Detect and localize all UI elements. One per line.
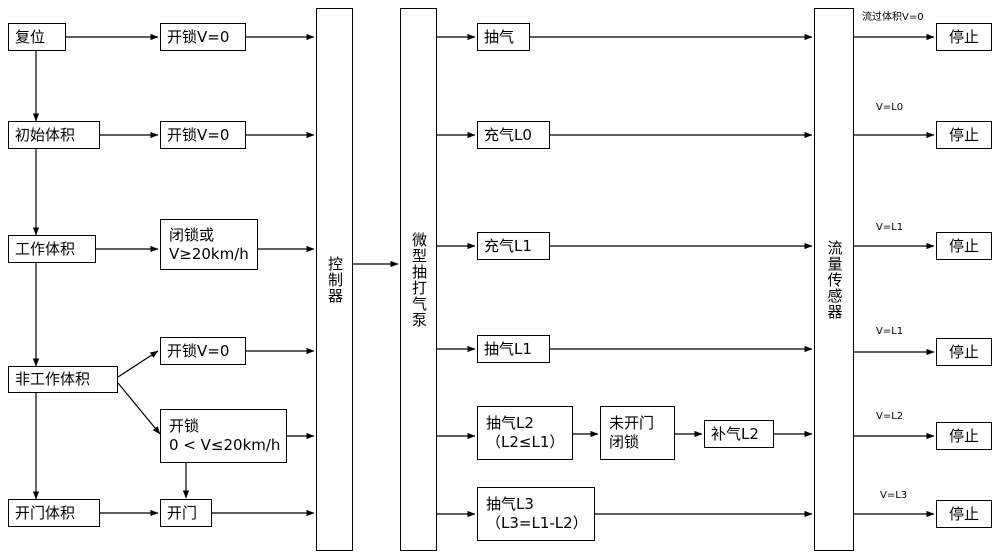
unlock-v0-label-3: 开锁V=0	[167, 342, 229, 361]
door-open-volume-box: 开门体积	[8, 499, 100, 527]
door-not-open-line2: 闭锁	[609, 433, 639, 452]
lock-or-speed-line2: V≥20km/h	[169, 245, 249, 264]
initial-volume-label: 初始体积	[15, 126, 75, 145]
stop-condition-label-1: 流过体积V=0	[862, 12, 924, 24]
unlock-v0-label-1: 开锁V=0	[167, 28, 229, 47]
stop-box-4: 停止	[936, 338, 992, 366]
exhaust-l3-box: 抽气L3 （L3=L1-L2）	[477, 487, 595, 541]
stop-box-2: 停止	[936, 121, 992, 149]
unlock-v0-box-1: 开锁V=0	[160, 23, 246, 51]
lock-or-speed-line1: 闭锁或	[169, 226, 214, 245]
exhaust-l1-label: 抽气L1	[484, 340, 532, 359]
exhaust-l1-box: 抽气L1	[477, 335, 550, 363]
initial-volume-box: 初始体积	[8, 121, 100, 149]
inflate-l0-label: 充气L0	[484, 126, 532, 145]
flow-sensor-label: 流量传感器	[826, 240, 843, 320]
exhaust-box: 抽气	[477, 23, 530, 51]
inflate-l0-box: 充气L0	[477, 121, 550, 149]
pump-box: 微型抽打气泵	[400, 8, 437, 551]
unlock-v0-label-2: 开锁V=0	[167, 126, 229, 145]
exhaust-l3-line1: 抽气L3	[486, 495, 534, 514]
pump-label: 微型抽打气泵	[410, 232, 427, 328]
exhaust-l2-line2: （L2≤L1）	[486, 433, 564, 452]
stop-box-5: 停止	[936, 422, 992, 450]
reset-label: 复位	[15, 28, 45, 47]
door-open-volume-label: 开门体积	[15, 504, 75, 523]
inflate-l1-box: 充气L1	[477, 232, 550, 260]
stop-condition-label-4: V=L1	[876, 326, 903, 338]
non-working-volume-label: 非工作体积	[15, 370, 90, 389]
open-door-box: 开门	[160, 499, 212, 527]
reset-box: 复位	[8, 23, 66, 51]
stop-box-6: 停止	[936, 500, 992, 528]
door-not-open-box: 未开门 闭锁	[600, 406, 675, 460]
exhaust-label: 抽气	[484, 28, 514, 47]
stop-label-4: 停止	[949, 343, 979, 362]
arrow-nonworking-to-unlock-range	[118, 383, 160, 434]
stop-condition-label-6: V=L3	[880, 490, 907, 502]
flow-sensor-box: 流量传感器	[814, 8, 854, 551]
working-volume-box: 工作体积	[8, 235, 96, 263]
inflate-l1-label: 充气L1	[484, 237, 532, 256]
refill-l2-box: 补气L2	[704, 420, 774, 448]
stop-label-1: 停止	[949, 28, 979, 47]
unlock-v0-box-3: 开锁V=0	[160, 337, 246, 365]
stop-box-3: 停止	[936, 232, 992, 260]
non-working-volume-box: 非工作体积	[8, 366, 118, 393]
controller-box: 控制器	[316, 8, 353, 551]
stop-box-1: 停止	[936, 23, 992, 51]
stop-label-5: 停止	[949, 427, 979, 446]
lock-or-speed-box: 闭锁或 V≥20km/h	[160, 219, 258, 270]
stop-condition-label-2: V=L0	[876, 102, 903, 114]
exhaust-l2-box: 抽气L2 （L2≤L1）	[477, 406, 573, 460]
door-not-open-line1: 未开门	[609, 414, 654, 433]
unlock-range-line2: 0 < V≤20km/h	[169, 436, 280, 455]
stop-condition-label-5: V=L2	[876, 411, 903, 423]
stop-label-6: 停止	[949, 505, 979, 524]
stop-label-2: 停止	[949, 126, 979, 145]
unlock-range-line1: 开锁	[169, 417, 199, 436]
controller-label: 控制器	[326, 256, 343, 304]
arrow-nonworking-to-unlock	[118, 351, 158, 377]
stop-label-3: 停止	[949, 237, 979, 256]
unlock-range-box: 开锁 0 < V≤20km/h	[160, 409, 287, 463]
exhaust-l3-line2: （L3=L1-L2）	[486, 514, 588, 533]
working-volume-label: 工作体积	[15, 240, 75, 259]
stop-condition-label-3: V=L1	[876, 222, 903, 234]
exhaust-l2-line1: 抽气L2	[486, 414, 534, 433]
open-door-label: 开门	[167, 504, 197, 523]
unlock-v0-box-2: 开锁V=0	[160, 121, 246, 149]
refill-l2-label: 补气L2	[711, 425, 759, 444]
